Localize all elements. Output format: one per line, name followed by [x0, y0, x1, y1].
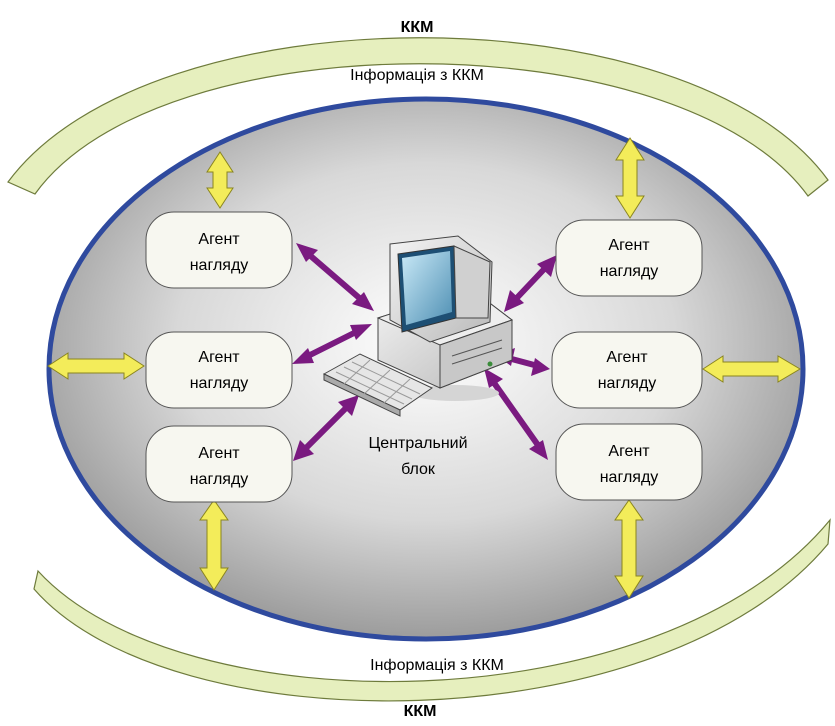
agent-box-1: Агент нагляду: [145, 211, 293, 289]
purple-arrow-mid-left: [292, 324, 372, 364]
agent-label-5a: Агент: [606, 349, 648, 366]
agent-label-4b: нагляду: [600, 263, 659, 280]
agent-label-5b: нагляду: [598, 375, 657, 392]
agent-box-3: Агент нагляду: [145, 425, 293, 503]
top-band-caption: Інформація з ККМ: [350, 67, 484, 84]
agent-box-4: Агент нагляду: [555, 219, 703, 297]
central-block-label-1: Центральний: [368, 435, 467, 452]
computer-icon: [322, 235, 514, 417]
agent-label-2b: нагляду: [190, 375, 249, 392]
purple-arrows: [292, 243, 557, 461]
yellow-arrows: [47, 137, 801, 599]
agent-box-6: Агент нагляду: [555, 423, 703, 501]
yellow-arrow-mid-right: [702, 355, 801, 383]
top-band-title: ККМ: [401, 19, 434, 36]
agent-label-3b: нагляду: [190, 471, 249, 488]
agent-box-2: Агент нагляду: [145, 331, 293, 409]
purple-arrow-top-left: [296, 243, 374, 311]
agent-label-3a: Агент: [198, 445, 240, 462]
agent-label-6a: Агент: [608, 443, 650, 460]
agent-label-6b: нагляду: [600, 469, 659, 486]
agent-box-5: Агент нагляду: [551, 331, 703, 409]
yellow-arrow-bottom-left: [199, 499, 229, 591]
bottom-kkm-band: [33, 518, 831, 702]
bottom-band-title: ККМ: [404, 703, 437, 720]
agent-label-4a: Агент: [608, 237, 650, 254]
agent-label-2a: Агент: [198, 349, 240, 366]
purple-arrow-bottom-left: [293, 395, 359, 461]
central-block-label-2: блок: [401, 461, 436, 478]
bottom-band-caption: Інформація з ККМ: [370, 657, 504, 674]
agent-label-1b: нагляду: [190, 257, 249, 274]
yellow-arrow-mid-left: [47, 352, 145, 380]
yellow-arrow-top-right: [615, 137, 645, 219]
purple-arrow-bottom-right: [484, 368, 548, 460]
purple-arrow-top-right: [504, 255, 557, 312]
top-kkm-band: [7, 37, 829, 197]
yellow-arrow-top-left: [206, 151, 234, 209]
agent-label-1a: Агент: [198, 231, 240, 248]
yellow-arrow-bottom-right: [614, 499, 644, 599]
